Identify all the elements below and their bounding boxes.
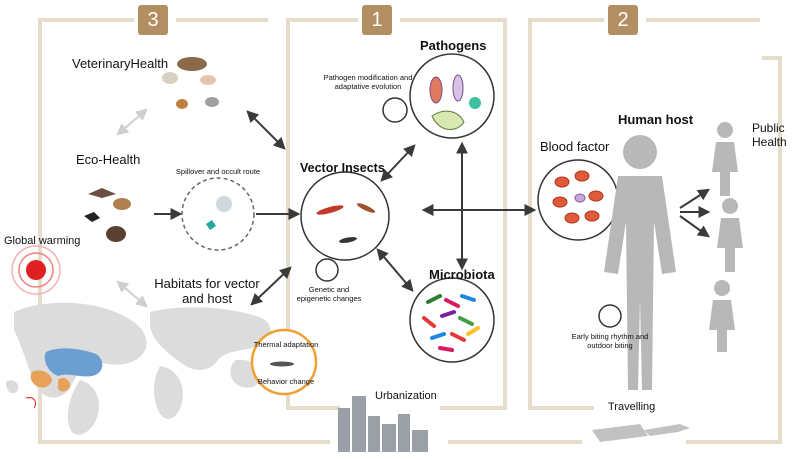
frame-panel-3 [38, 18, 330, 444]
light-arrows [116, 108, 148, 308]
travelling-label: Travelling [608, 401, 656, 413]
arrow-vet-eco [116, 108, 148, 136]
arrow-to-public-3 [679, 215, 710, 238]
world-map [6, 302, 271, 435]
biting-icon-circle [598, 304, 622, 328]
biting-label: Early biting rhythm and outdoor biting [571, 332, 649, 351]
public-health-person-2 [717, 198, 743, 272]
blood-factor-label: Blood factor [540, 139, 610, 154]
human-host-label: Human host [618, 112, 694, 127]
microbiota-label: Microbiota [429, 267, 495, 282]
pathogen-modification-label: Pathogen modification and adaptative evo… [323, 73, 413, 92]
pathogens-circle [409, 53, 495, 139]
arrow-to-public-1 [679, 188, 711, 209]
travelling-vehicles [592, 424, 690, 442]
veterinary-health-label: VeterinaryHealth [72, 56, 169, 71]
pathogen-cells [429, 74, 481, 130]
global-warming-icon [11, 245, 61, 295]
public-health-person-1 [712, 122, 738, 196]
arrow-habitat-vector [250, 266, 292, 306]
arrow-vector-pathogens [380, 144, 416, 182]
urbanization-buildings [338, 396, 428, 452]
arrow-vector-microbiota [376, 248, 414, 292]
frame-outer-right [686, 56, 782, 444]
eco-health-label: Eco-Health [76, 152, 141, 167]
vector-insects-circle [300, 171, 390, 261]
blood-cells [552, 170, 604, 224]
urbanization-label: Urbanization [375, 390, 437, 402]
microbiota-rods [422, 294, 480, 352]
global-warming-label: Global warming [4, 235, 81, 247]
behavior-change-label: Behavior change [257, 377, 315, 386]
veterinary-animals [162, 57, 219, 109]
eco-animals [84, 188, 131, 242]
pathogens-label: Pathogens [420, 38, 487, 53]
panel-number-1: 1 [362, 5, 392, 35]
genetic-changes-circle [315, 258, 339, 282]
public-health-label: Public Health [752, 121, 787, 149]
human-host-silhouette [604, 135, 676, 390]
human-silhouettes [604, 122, 743, 390]
panel-number-3: 3 [138, 5, 168, 35]
thermal-adaptation-label: Thermal adaptation [253, 340, 319, 349]
spillover-label: Spillover and occult route [175, 167, 261, 176]
arrow-vet-vector [246, 110, 286, 150]
panel-number-2: 2 [608, 5, 638, 35]
insect-shapes [270, 203, 376, 367]
pathogen-modification-circle [382, 97, 408, 123]
habitats-label: Habitats for vector and host [154, 276, 260, 306]
endemic-regions [25, 348, 103, 409]
genetic-changes-label: Genetic and epigenetic changes [296, 285, 362, 304]
vector-insects-label: Vector Insects [300, 161, 385, 175]
spillover-circle [181, 177, 255, 251]
spillover-shapes [206, 196, 232, 230]
public-health-person-3 [709, 280, 735, 352]
arrow-eco-habitat [116, 280, 148, 308]
arrows [154, 110, 711, 306]
